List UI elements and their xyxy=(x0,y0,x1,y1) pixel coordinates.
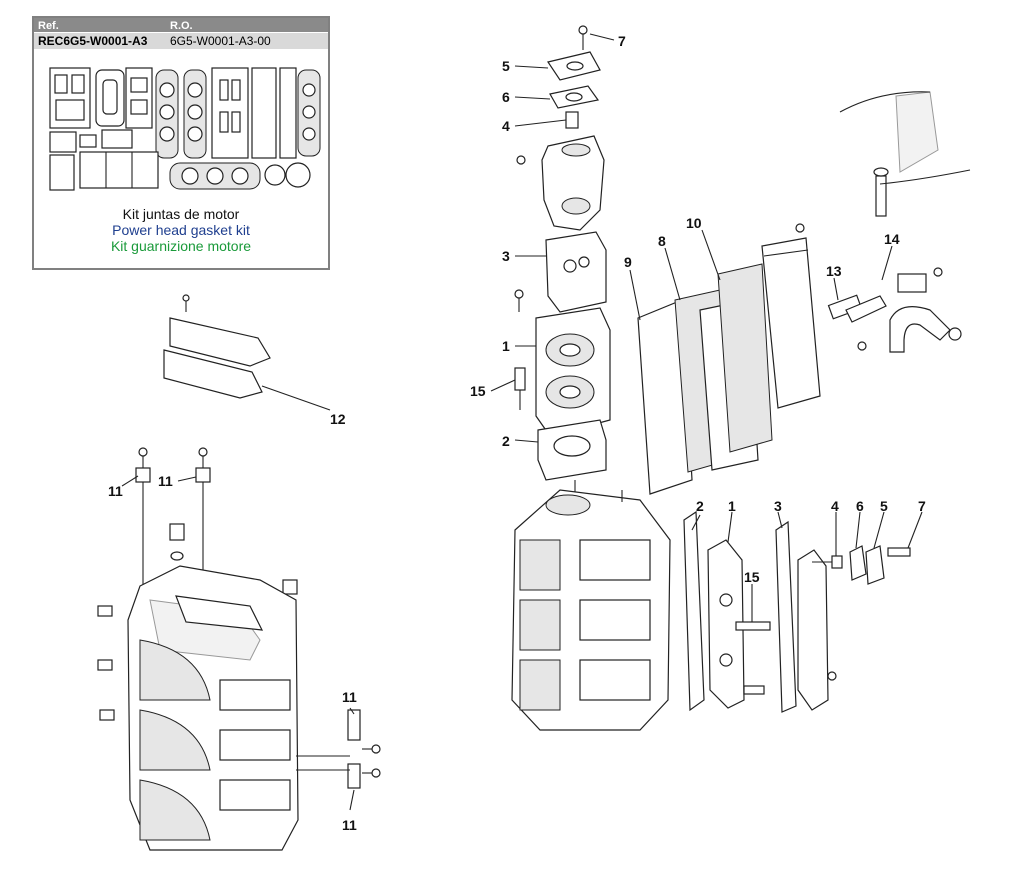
part-12-cover-gasket xyxy=(163,294,331,411)
callout-13: 13 xyxy=(826,263,842,279)
kit-ro-label: R.O. xyxy=(170,20,193,32)
callout-4-top: 4 xyxy=(502,118,510,134)
callout-15-top: 15 xyxy=(470,383,486,399)
callout-5-top: 5 xyxy=(502,58,510,74)
kit-caption-en: Power head gasket kit xyxy=(112,222,250,238)
callout-3-top: 3 xyxy=(502,248,510,264)
callout-1-low: 1 xyxy=(728,498,736,514)
kit-ref-value: REC6G5-W0001-A3 xyxy=(38,34,148,48)
kit-gaskets-illustration xyxy=(49,67,321,191)
callout-10: 10 xyxy=(686,215,702,231)
callout-numbers: 7 5 6 4 3 1 15 2 9 8 10 13 14 12 11 11 1… xyxy=(108,33,926,833)
right-cylinder-block xyxy=(511,489,911,731)
kit-row-bar xyxy=(34,33,328,49)
kit-header-bar xyxy=(34,18,328,32)
callout-8: 8 xyxy=(658,233,666,249)
callout-2-top: 2 xyxy=(502,433,510,449)
callout-15-low: 15 xyxy=(744,569,760,585)
callout-5-low: 5 xyxy=(880,498,888,514)
callout-6-top: 6 xyxy=(502,89,510,105)
callout-11-b: 11 xyxy=(158,473,173,489)
callout-3-low: 3 xyxy=(774,498,782,514)
callout-6-low: 6 xyxy=(856,498,864,514)
left-crankcase-block xyxy=(97,447,381,851)
gasket-kit-box: Ref. R.O. REC6G5-W0001-A3 6G5-W0001-A3-0… xyxy=(32,16,330,270)
leader-lines xyxy=(121,33,923,811)
kit-ro-value: 6G5-W0001-A3-00 xyxy=(170,34,271,48)
kit-caption-it: Kit guarnizione motore xyxy=(111,238,251,254)
kit-ref-label: Ref. xyxy=(38,20,59,32)
callout-14: 14 xyxy=(884,231,900,247)
exhaust-plates xyxy=(621,91,971,502)
callout-11-c: 11 xyxy=(342,689,357,705)
kit-caption-es: Kit juntas de motor xyxy=(123,206,240,222)
callout-11-a: 11 xyxy=(108,483,123,499)
callout-7-low: 7 xyxy=(918,498,926,514)
cylinder-head-stack xyxy=(514,25,611,500)
callout-1-top: 1 xyxy=(502,338,510,354)
callout-12: 12 xyxy=(330,411,346,427)
callout-11-d: 11 xyxy=(342,817,357,833)
callout-4-low: 4 xyxy=(831,498,839,514)
callout-9: 9 xyxy=(624,254,632,270)
callout-2-low: 2 xyxy=(696,498,704,514)
callout-7-top: 7 xyxy=(618,33,626,49)
